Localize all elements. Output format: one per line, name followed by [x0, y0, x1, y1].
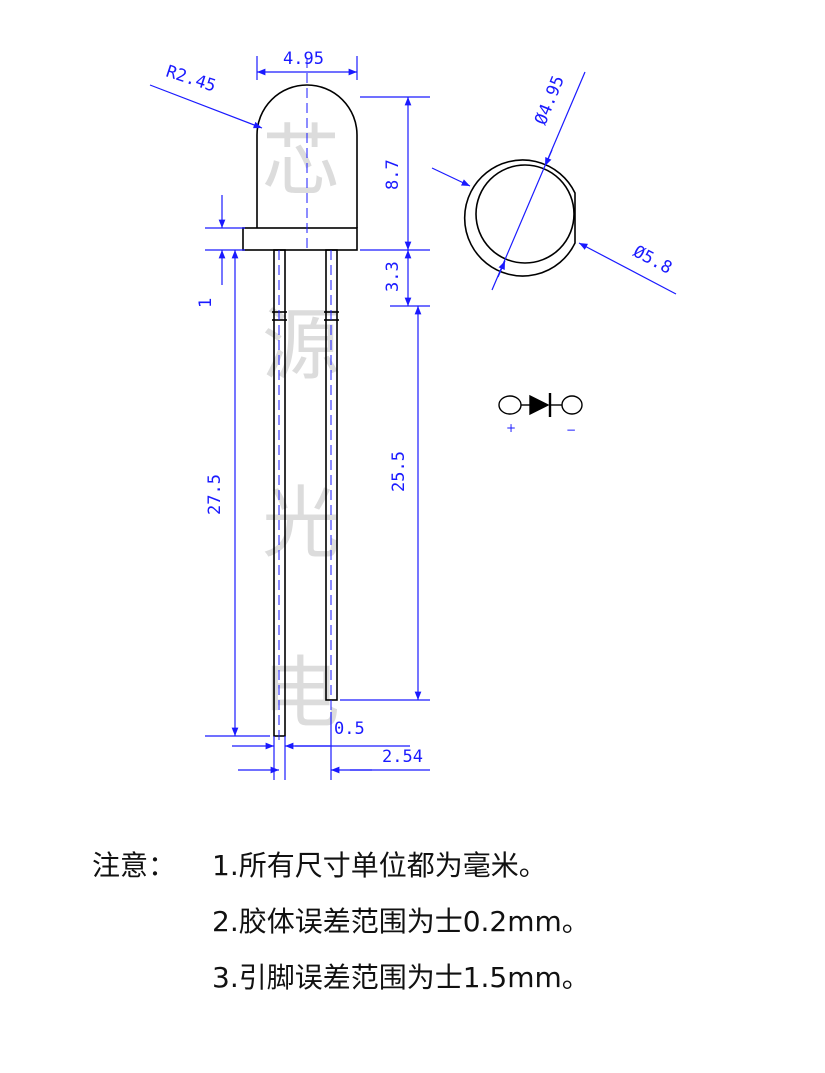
note-row: 2.胶体误差范围为士0.2mm。 [92, 894, 590, 950]
watermark-char: 光 [262, 479, 340, 569]
watermark-char: 芯 [262, 117, 340, 207]
watermark: 芯 源 光 电 [262, 117, 340, 739]
notes-label: 注意： [92, 849, 177, 882]
note-row: 注意： 1.所有尺寸单位都为毫米。 [92, 838, 590, 894]
flange-circle [463, 159, 576, 277]
anode-label: + [506, 421, 516, 435]
lens-outline [256, 84, 358, 228]
note-item: 1.所有尺寸单位都为毫米。 [212, 849, 547, 882]
dim-lead-width: 0.5 [334, 719, 365, 739]
note-item: 3.引脚误差范围为士1.5mm。 [212, 961, 590, 994]
watermark-char: 电 [262, 649, 340, 739]
note-indent [92, 950, 212, 1006]
dim-lead-long: 27.5 [205, 474, 225, 515]
dim-lens-width: 4.95 [283, 49, 324, 69]
note-row: 3.引脚误差范围为士1.5mm。 [92, 950, 590, 1006]
diode-symbol [498, 393, 583, 417]
dim-lens-height: 8.7 [383, 159, 403, 190]
watermark-char: 源 [262, 301, 340, 391]
dimension-lines [149, 56, 430, 780]
dim-lens-radius: R2.45 [163, 62, 218, 97]
led-drawing: 芯 源 光 电 [149, 49, 677, 780]
dim-top-diameter: Ø4.95 [531, 73, 569, 128]
flange [242, 227, 358, 251]
lens-circle [475, 164, 575, 264]
dim-flange-height: 3.3 [383, 261, 403, 292]
note-item: 2.胶体误差范围为士0.2mm。 [212, 905, 590, 938]
dim-lead-pitch: 2.54 [382, 747, 423, 767]
centerlines [278, 58, 332, 745]
cathode-label: − [566, 423, 576, 437]
led-top-view [431, 71, 677, 295]
notes: 注意： 1.所有尺寸单位都为毫米。 2.胶体误差范围为士0.2mm。 3.引脚误… [92, 838, 590, 1006]
dim-flange-small: 1 [196, 298, 216, 308]
note-indent [92, 894, 212, 950]
dim-lead-short: 25.5 [389, 451, 409, 492]
